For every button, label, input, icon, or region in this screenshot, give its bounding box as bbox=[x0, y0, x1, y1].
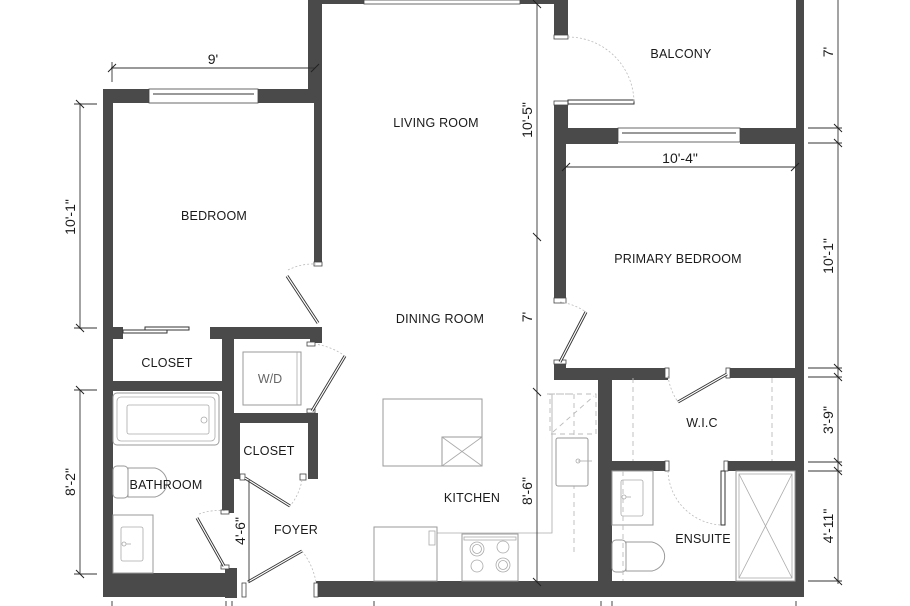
wall-wd-south bbox=[222, 413, 316, 423]
door-primary-bedroom[interactable] bbox=[553, 297, 588, 365]
label-wic: W.I.C bbox=[686, 416, 718, 430]
wall-kitchen-ne bbox=[554, 368, 598, 380]
label-closet-bedroom: CLOSET bbox=[141, 356, 192, 370]
dim-bathroom-height: 8'-2" bbox=[62, 468, 78, 496]
wall-wic-north-right bbox=[729, 368, 804, 378]
label-bathroom: BATHROOM bbox=[130, 478, 203, 492]
wall-primary-north-right bbox=[740, 128, 804, 144]
dim-bedroom-height: 10'-1" bbox=[62, 199, 78, 235]
wall-living-west bbox=[314, 103, 322, 265]
windows bbox=[148, 0, 741, 143]
label-ensuite: ENSUITE bbox=[675, 532, 731, 546]
door-bedroom[interactable] bbox=[285, 261, 323, 324]
label-bedroom: BEDROOM bbox=[181, 209, 247, 223]
window-primary bbox=[617, 127, 741, 143]
label-kitchen: KITCHEN bbox=[444, 491, 500, 505]
toilet-bathroom bbox=[112, 465, 168, 499]
wall-foyer-sw bbox=[225, 568, 237, 598]
door-balcony[interactable] bbox=[553, 34, 635, 106]
dim-wic-height: 3'-9" bbox=[820, 406, 836, 434]
wall-bedroom-south-right bbox=[210, 327, 322, 339]
door-entry[interactable] bbox=[241, 549, 319, 598]
dim-bedroom-width: 9' bbox=[208, 51, 218, 67]
shower bbox=[735, 470, 796, 582]
wall-balcony-door-bottom bbox=[554, 105, 568, 132]
vanity-ensuite bbox=[611, 470, 654, 526]
window-living bbox=[363, 0, 521, 5]
fixtures: W/D bbox=[112, 351, 796, 582]
window-bedroom bbox=[148, 88, 259, 104]
wall-balcony-door-top bbox=[554, 0, 568, 35]
wall-wd-north-stub bbox=[310, 327, 322, 343]
label-living-room: LIVING ROOM bbox=[393, 116, 479, 130]
wall-primary-north-left bbox=[554, 128, 618, 144]
label-closet-foyer: CLOSET bbox=[243, 444, 294, 458]
dim-balcony-height: 7' bbox=[820, 47, 836, 57]
wall-foyer-closet-east bbox=[308, 413, 318, 479]
dim-dining-height: 7' bbox=[519, 312, 535, 322]
door-wic[interactable] bbox=[664, 367, 731, 404]
label-dining-room: DINING ROOM bbox=[396, 312, 484, 326]
label-primary-bedroom: PRIMARY BEDROOM bbox=[614, 252, 742, 266]
refrigerator bbox=[373, 526, 438, 582]
label-foyer: FOYER bbox=[274, 523, 318, 537]
wall-primary-west bbox=[554, 128, 566, 300]
wall-living-north-right bbox=[520, 0, 556, 4]
wall-south-main bbox=[316, 581, 804, 597]
door-wd[interactable] bbox=[306, 341, 347, 414]
dim-foyer-height: 4'-6" bbox=[232, 517, 248, 545]
washer-dryer: W/D bbox=[242, 351, 302, 406]
toilet-ensuite bbox=[611, 539, 666, 573]
wall-bedroom-south-left bbox=[103, 327, 123, 339]
dishwasher bbox=[549, 393, 597, 435]
wall-living-north-left bbox=[322, 0, 364, 4]
dim-ensuite-height: 4'-11" bbox=[820, 509, 836, 544]
wall-ensuite-north-left bbox=[612, 461, 668, 471]
wall-bedroom-north-left bbox=[103, 89, 149, 103]
counter-edge bbox=[437, 394, 553, 534]
stove bbox=[461, 533, 519, 582]
dim-kitchen-height: 8'-6" bbox=[519, 477, 535, 505]
wall-ensuite-north-right bbox=[728, 461, 795, 471]
bottom-dim-ticks bbox=[111, 601, 797, 606]
door-foyer-closet[interactable] bbox=[239, 473, 307, 508]
wall-wic-west bbox=[598, 368, 612, 588]
label-balcony: BALCONY bbox=[650, 47, 712, 61]
bathtub bbox=[112, 392, 220, 446]
dim-primary-width: 10'-4" bbox=[662, 150, 698, 166]
dimensions: 9' 10'-1" 8'-2" 4'-6" 10'-5" 7' 8'-6" 10… bbox=[62, 0, 843, 606]
dim-primary-height: 10'-1" bbox=[820, 238, 836, 274]
door-ensuite[interactable] bbox=[664, 460, 729, 526]
walls bbox=[103, 0, 804, 598]
doors bbox=[122, 34, 731, 598]
wall-living-west-upper bbox=[308, 0, 322, 103]
wall-east bbox=[795, 128, 804, 588]
kitchen-sink bbox=[555, 437, 592, 487]
room-labels: BALCONY LIVING ROOM BEDROOM PRIMARY BEDR… bbox=[130, 47, 742, 546]
vanity-bathroom bbox=[112, 514, 154, 574]
dim-living-height: 10'-5" bbox=[519, 102, 535, 138]
wall-bedroom-north-right bbox=[258, 89, 322, 103]
label-wd: W/D bbox=[258, 372, 282, 386]
door-closet-sliding[interactable] bbox=[122, 326, 190, 334]
wall-balcony-east bbox=[796, 0, 804, 128]
upper-cabinets-east bbox=[547, 393, 575, 556]
wall-foyer-closet-west bbox=[234, 423, 240, 479]
door-bathroom[interactable] bbox=[195, 509, 230, 570]
wall-south-west bbox=[103, 573, 235, 597]
wall-closet-south bbox=[103, 381, 229, 391]
kitchen-island bbox=[382, 398, 483, 467]
